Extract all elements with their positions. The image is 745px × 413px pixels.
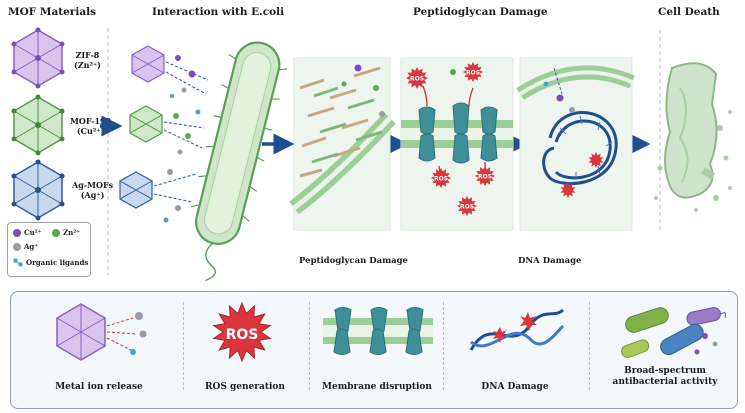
material-mof199: MOF-199(Cu²⁺) bbox=[70, 116, 112, 136]
metal-ion-release-icon bbox=[56, 303, 147, 361]
material-zif8: ZIF-8(Zn²⁺) bbox=[74, 50, 101, 70]
ligand-icon bbox=[13, 258, 23, 267]
zn-ion-icon bbox=[52, 228, 60, 237]
sublabel-peptidoglycan: Peptidoglycan Damage bbox=[299, 256, 408, 266]
dna-break-icon bbox=[588, 152, 604, 168]
interaction-scene bbox=[119, 41, 288, 282]
ros-star-label: ROS bbox=[466, 70, 480, 77]
ros-star-icon bbox=[406, 67, 428, 89]
broad-spectrum-bacteria-icon bbox=[621, 307, 726, 358]
mechanism-summary-box: ROS Metal ion release ROS generation Mem… bbox=[10, 291, 738, 409]
ros-star-label: ROS bbox=[460, 204, 474, 211]
zif8-crystal-icon bbox=[11, 27, 65, 89]
mechanism-label-dna: DNA Damage bbox=[481, 382, 549, 392]
ros-generation-icon: ROS bbox=[212, 301, 272, 363]
ros-star-label: ROS bbox=[478, 174, 492, 181]
header-mof-materials: MOF Materials bbox=[8, 6, 97, 18]
material-ag-mofs: Ag-MOFs(Ag⁺) bbox=[72, 180, 114, 200]
mof199-crystal-icon bbox=[11, 94, 65, 156]
legend-zn: Zn²⁺ bbox=[63, 228, 80, 237]
ag-ion-icon bbox=[13, 242, 21, 251]
ros-star-label: ROS bbox=[410, 76, 424, 83]
sublabel-dna: DNA Damage bbox=[518, 256, 582, 266]
mechanism-label-ros: ROS generation bbox=[205, 382, 285, 392]
header-interaction: Interaction with E.coli bbox=[152, 6, 285, 18]
legend-cu: Cu²⁺ bbox=[24, 228, 42, 237]
dead-cell-panel bbox=[654, 62, 732, 212]
top-separators bbox=[107, 28, 661, 275]
ag-mof-crystal-icon bbox=[11, 159, 65, 221]
ros-stars: ROS ROS ROS ROS ROS bbox=[406, 62, 495, 216]
ros-big-label: ROS bbox=[226, 327, 259, 343]
legend-ag: Ag⁺ bbox=[24, 242, 39, 251]
ros-star-icon bbox=[431, 168, 451, 188]
mechanism-label-broad-spectrum: Broad-spectrum antibacterial activity bbox=[612, 366, 718, 387]
ros-star-icon bbox=[475, 166, 495, 186]
legend-ligands: Organic ligands bbox=[26, 258, 89, 267]
mechanism-label-membrane: Membrane disruption bbox=[322, 382, 432, 392]
mechanism-label-metal-ion: Metal ion release bbox=[55, 382, 143, 392]
dna-break-icon bbox=[560, 182, 576, 198]
ros-star-label: ROS bbox=[434, 176, 448, 183]
ros-star-icon bbox=[463, 62, 483, 82]
membrane-disruption-icon bbox=[323, 307, 433, 355]
dna-damage-panel bbox=[516, 57, 635, 231]
peptidoglycan-panel bbox=[289, 57, 396, 231]
header-cell-death: Cell Death bbox=[658, 6, 720, 18]
header-peptidoglycan: Peptidoglycan Damage bbox=[413, 6, 548, 18]
ros-star-icon bbox=[457, 196, 477, 216]
dna-damage-icon bbox=[469, 308, 565, 351]
legend-box: Cu²⁺ Zn²⁺ Ag⁺ Organic ligands bbox=[7, 222, 91, 277]
cu-ion-icon bbox=[13, 228, 21, 237]
